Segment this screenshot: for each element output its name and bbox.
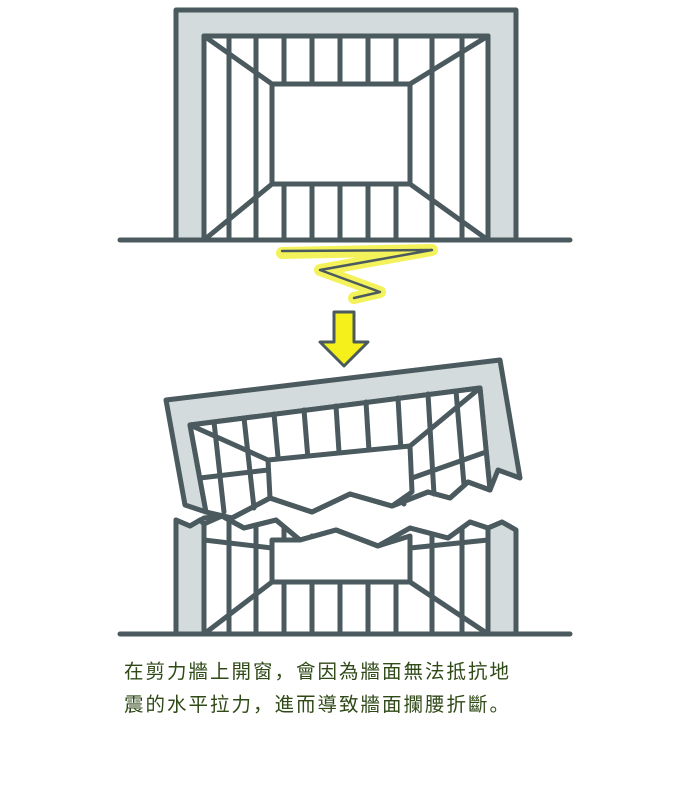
broken-wall-lower-left-column bbox=[173, 517, 207, 637]
broken-wall bbox=[117, 357, 573, 637]
caption-line-2: 震的水平拉力，進而導致牆面攔腰折斷。 bbox=[124, 693, 512, 716]
arrow-down-icon bbox=[318, 310, 370, 368]
broken-wall-upper-piece bbox=[163, 357, 523, 521]
broken-wall-lower-piece bbox=[117, 513, 573, 637]
intact-wall bbox=[117, 7, 573, 243]
caption: 在剪力牆上開窗，會因為牆面無法抵抗地 震的水平拉力，進而導致牆面攔腰折斷。 bbox=[124, 655, 624, 721]
broken-wall-lower-right-column bbox=[485, 519, 519, 637]
lower-crack-edge bbox=[173, 513, 519, 549]
intact-wall-diagonal-rebars bbox=[201, 33, 491, 243]
upper-crack-edge bbox=[203, 479, 493, 521]
caption-line-1: 在剪力牆上開窗，會因為牆面無法抵抗地 bbox=[124, 660, 512, 683]
intact-wall-window bbox=[269, 81, 413, 187]
earthquake-zigzag-icon bbox=[276, 244, 438, 304]
